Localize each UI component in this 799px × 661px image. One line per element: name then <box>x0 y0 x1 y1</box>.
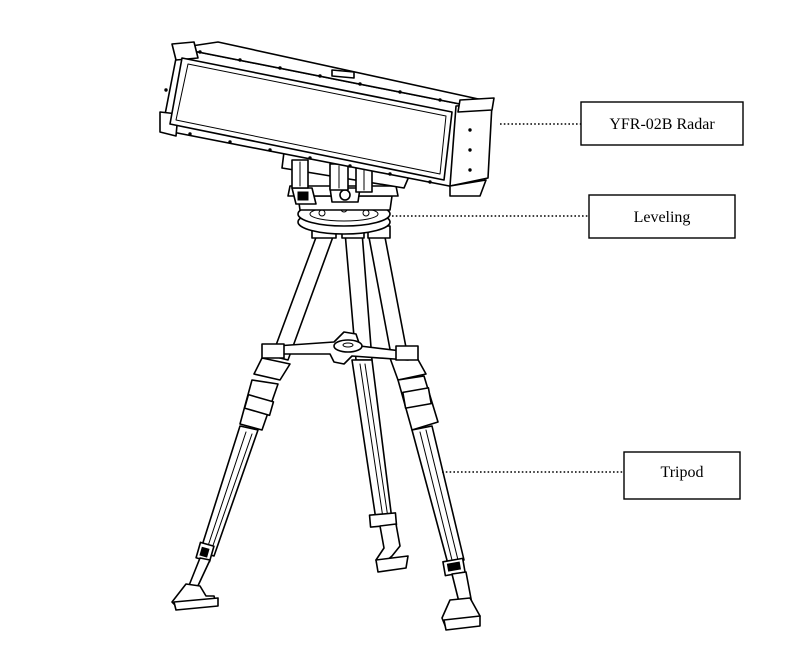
label-radar: YFR-02B Radar <box>609 116 715 133</box>
callout-leveling: Leveling <box>392 194 736 239</box>
tripod-back-leg <box>344 231 409 573</box>
label-box-leveling <box>588 194 736 239</box>
tripod-left-leg <box>171 231 335 611</box>
radar-rivets <box>164 50 472 184</box>
label-box-tripod <box>623 451 741 500</box>
leveling-drawing <box>287 185 399 235</box>
label-leveling: Leveling <box>634 209 691 226</box>
callout-radar: YFR-02B Radar <box>500 101 744 146</box>
callout-tripod: Tripod <box>442 451 741 500</box>
radar-drawing <box>159 41 495 197</box>
tripod-spreader <box>261 331 419 365</box>
label-box-radar <box>580 101 744 146</box>
tripod-right-leg <box>367 231 481 631</box>
label-tripod: Tripod <box>661 464 704 481</box>
tripod-drawing <box>171 225 481 631</box>
